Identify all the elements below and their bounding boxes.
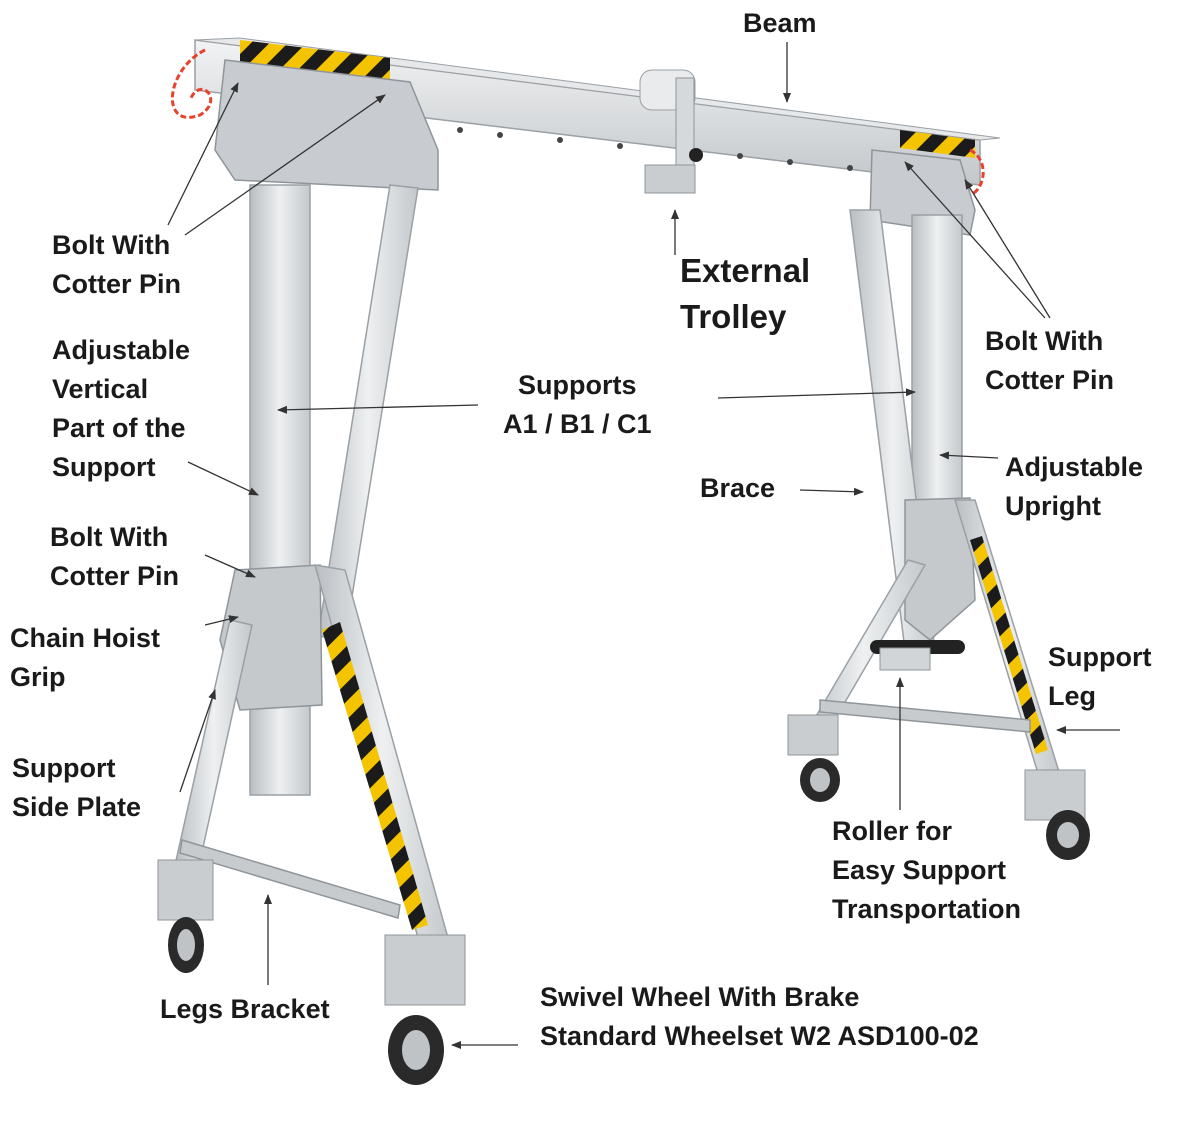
left-front-leg-hazard [322, 622, 428, 930]
right-top-plate [869, 149, 976, 236]
right-legs-bracket [819, 699, 1031, 733]
label-legs-bracket: Legs Bracket [160, 994, 330, 1024]
hazard-stripe-left [240, 40, 390, 82]
wheel-right-front [1024, 769, 1090, 860]
label-bolt-left-mid: Bolt With Cotter Pin [50, 522, 180, 591]
left-rear-leg [174, 619, 253, 871]
safety-rope-right [969, 148, 985, 197]
hazard-stripe-right [900, 130, 975, 158]
beam [194, 37, 1001, 186]
wheel-right-rear [787, 714, 840, 802]
label-support-leg: Support Leg [1048, 642, 1152, 711]
label-supports: Supports A1 / B1 / C1 [503, 370, 652, 439]
external-trolley [639, 69, 703, 194]
label-brace: Brace [700, 473, 776, 503]
label-bolt-left-top: Bolt With Cotter Pin [52, 230, 182, 299]
left-side-plate [219, 564, 323, 711]
label-adjustable-upright: Adjustable Upright [1005, 452, 1144, 521]
label-swivel-wheel: Swivel Wheel With Brake Standard Wheelse… [540, 982, 979, 1051]
label-support-side-plate: Support Side Plate [12, 753, 142, 822]
left-legs-bracket [179, 839, 401, 919]
label-bolt-right-top: Bolt With Cotter Pin [985, 326, 1115, 395]
roller [870, 640, 965, 671]
wheel-left-rear [157, 859, 214, 973]
right-front-leg-hazard [970, 536, 1048, 754]
left-top-plate [214, 59, 439, 191]
wheel-left-front [384, 934, 466, 1085]
label-roller: Roller for Easy Support Transportation [832, 816, 1022, 924]
label-external-trolley: External Trolley [680, 252, 811, 335]
label-chain-hoist-grip: Chain Hoist Grip [10, 623, 161, 692]
right-upright [911, 214, 963, 501]
label-adjustable-vertical: Adjustable Vertical Part of the Support [52, 335, 191, 482]
leader-lines [167, 42, 1120, 1049]
label-beam: Beam [743, 8, 817, 38]
